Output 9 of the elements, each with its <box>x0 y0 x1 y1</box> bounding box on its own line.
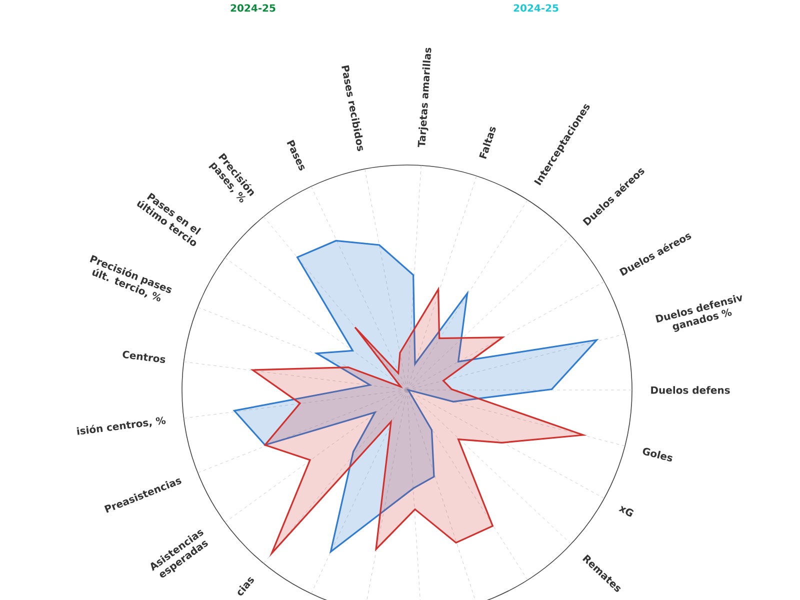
axis-label: Goles <box>642 448 672 462</box>
axis-label: Pases recibidos <box>342 65 363 152</box>
axis-label: Duelos defens <box>651 386 730 394</box>
axis-label: isión centros, % <box>76 416 166 435</box>
season-label: 2024-25 <box>514 4 558 12</box>
axis-label: Tarjetas amarillas <box>418 48 432 148</box>
axis-label: Centros <box>122 350 166 363</box>
season-label: 2024-25 <box>230 4 276 12</box>
axis-label: xG <box>618 506 634 517</box>
